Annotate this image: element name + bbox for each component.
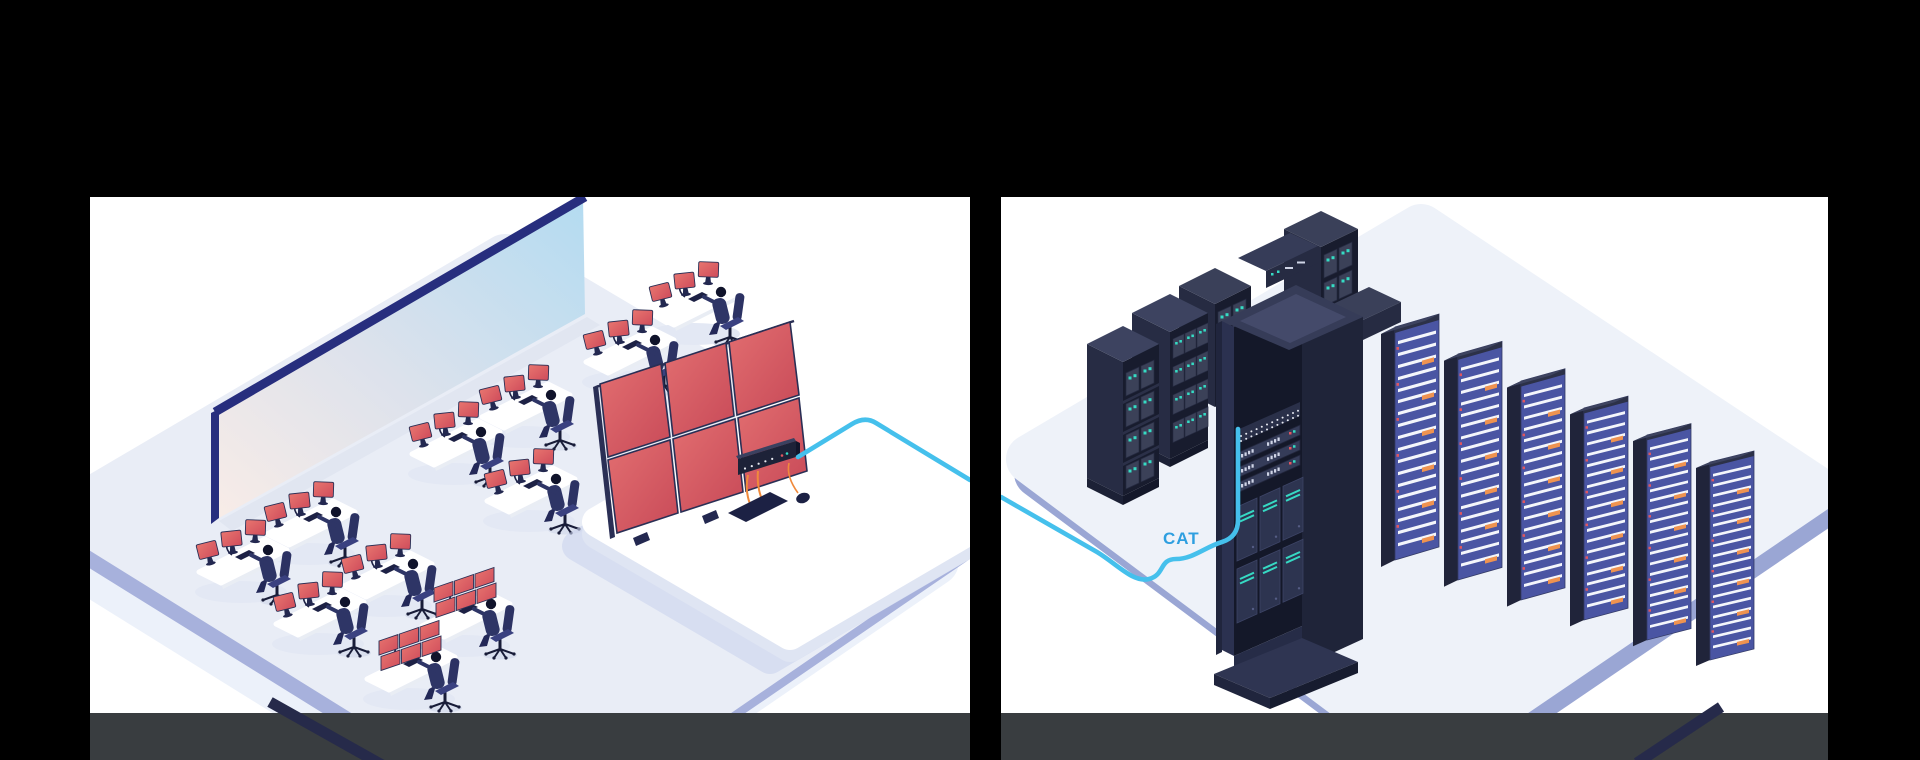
server-room-panel: CAT [1001,197,1828,760]
presentation-screen [211,197,588,524]
striped-server-rack [1633,424,1691,647]
video-wall-panel [672,417,744,514]
cable-label: CAT [1163,529,1200,548]
bottom-bar [1001,713,1828,760]
mouse [796,492,810,504]
av-switch-device [736,438,800,475]
video-wall-panel [599,362,671,459]
control-room-scene [90,197,970,760]
cat-cable-left-segment [795,417,970,483]
kvm-module [1282,538,1304,604]
video-wall [593,319,808,546]
striped-server-rack [1570,396,1628,626]
striped-server-rack [1444,341,1502,586]
control-room-panel [90,197,970,760]
main-kvm-rack [1214,285,1363,709]
patch-panel [1237,402,1300,444]
striped-server-rack [1507,369,1565,607]
kvm-module [1236,559,1258,624]
server-console [1238,233,1318,288]
video-wall-panel [664,341,735,438]
video-wall-panel [728,320,800,417]
bottom-bar-floor-edge [267,697,385,760]
striped-server-rack [1381,314,1439,567]
bottom-bar-floor-edge [1633,702,1725,760]
cat-cable-right-segment [1001,426,1241,582]
striped-server-rack [1696,451,1754,666]
keyboard-mat [728,492,788,522]
screen-floor-shadow [219,317,600,531]
server-room-scene: CAT [1001,204,1828,760]
server-rack-back-row [1087,211,1401,505]
bottom-bar [90,713,970,760]
server-rack [1087,326,1159,505]
video-wall-panel [607,438,679,535]
kvm-module [1259,548,1281,614]
kvm-module [1282,476,1304,542]
kvm-module [1259,486,1281,552]
